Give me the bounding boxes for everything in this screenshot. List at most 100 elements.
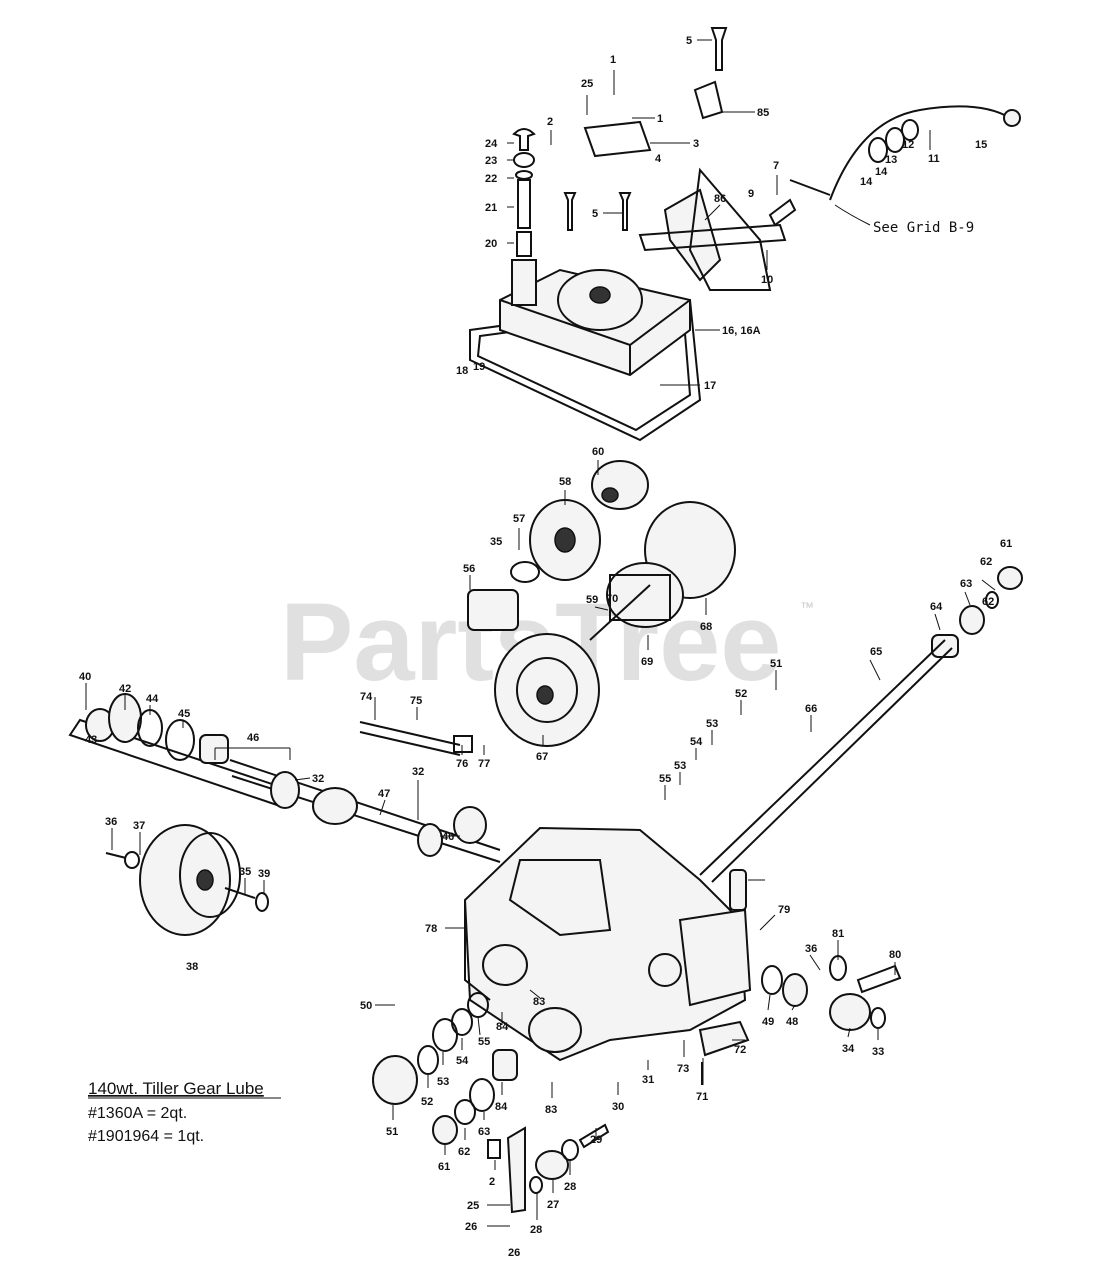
- bolt: [618, 192, 632, 231]
- differential-body: [609, 574, 671, 621]
- callout-label: 62: [982, 596, 994, 608]
- bolt: [856, 964, 902, 994]
- callout-label: 26: [508, 1247, 520, 1259]
- callout-label: 21: [485, 202, 497, 214]
- callout-label: 27: [547, 1199, 559, 1211]
- callout-label: 34: [842, 1043, 855, 1055]
- callout-label: 14: [860, 176, 873, 188]
- control-cable: [829, 105, 1011, 201]
- bull-gear-hub: [536, 685, 554, 705]
- callout-label: 11: [928, 153, 940, 165]
- callout-label: 2: [489, 1176, 495, 1188]
- callout-label: 13: [885, 154, 897, 166]
- washer: [985, 591, 999, 609]
- shift-plate: [688, 167, 772, 291]
- callout-label: 16, 16A: [722, 325, 761, 337]
- differential: [606, 562, 684, 628]
- grid-reference-arrow: [834, 204, 871, 226]
- callout-label: 2: [547, 116, 553, 128]
- cable-washer: [885, 127, 905, 153]
- lever: [506, 1126, 526, 1214]
- case-bore: [648, 953, 682, 987]
- callout-label: 20: [485, 238, 497, 250]
- callout-label: 37: [133, 820, 145, 832]
- callout-label: 1: [610, 54, 616, 66]
- bushing: [931, 634, 959, 658]
- callout-label: 50: [360, 1000, 372, 1012]
- callout-label: 31: [642, 1074, 654, 1086]
- lube-line-2: #1901964 = 1qt.: [88, 1128, 204, 1145]
- callout-label: 35: [239, 866, 251, 878]
- callout-label: 38: [186, 961, 198, 973]
- callout-label: 33: [872, 1046, 884, 1058]
- callout-label: 79: [778, 904, 790, 916]
- washer: [561, 1139, 579, 1161]
- callout-label: 55: [659, 773, 671, 785]
- callout-label: 49: [762, 1016, 774, 1028]
- knob-bolt: [512, 128, 536, 151]
- bearing-cone: [417, 823, 443, 857]
- callout-label: 66: [805, 703, 817, 715]
- callout-label: 32: [312, 773, 324, 785]
- washer: [529, 1176, 543, 1194]
- callout-label: 54: [690, 736, 703, 748]
- callout-label: 51: [770, 658, 782, 670]
- callout-label: 22: [485, 173, 497, 185]
- callout-label: 43: [85, 734, 97, 746]
- callout-label: 32: [412, 766, 424, 778]
- callout-label: 10: [761, 274, 773, 286]
- callout-label: 24: [485, 138, 498, 150]
- spring: [487, 1139, 501, 1159]
- callout-label: 58: [559, 476, 571, 488]
- leader-lines: [85, 39, 996, 1227]
- washer: [469, 1078, 495, 1112]
- callout-label: 77: [478, 758, 490, 770]
- callout-label: 72: [734, 1044, 746, 1056]
- callout-label: 51: [386, 1126, 398, 1138]
- bolt: [105, 852, 127, 859]
- pulley: [139, 824, 231, 936]
- shaft: [589, 584, 651, 641]
- callout-label: 61: [1000, 538, 1012, 550]
- gear-hub: [554, 527, 576, 553]
- callout-label: 62: [980, 556, 992, 568]
- upper-cover-assembly: [469, 27, 1021, 442]
- callout-label: 25: [467, 1200, 479, 1212]
- callout-label: 71: [696, 1091, 708, 1103]
- callout-label: 4: [655, 153, 662, 165]
- washer: [515, 170, 533, 180]
- spring: [453, 735, 473, 753]
- bushing: [372, 1055, 418, 1105]
- callout-label: 68: [700, 621, 712, 633]
- screw: [768, 198, 797, 227]
- callout-label: 7: [773, 160, 779, 172]
- bearing: [782, 973, 808, 1007]
- bolt: [563, 192, 577, 231]
- axle: [699, 639, 953, 883]
- callout-label: 84: [495, 1101, 508, 1113]
- pulley-key: [224, 887, 256, 899]
- case-opening: [508, 859, 612, 937]
- callout-label: 1: [657, 113, 663, 125]
- washer: [761, 965, 783, 995]
- callout-label: 85: [757, 107, 769, 119]
- callout-label: 45: [178, 708, 190, 720]
- callout-label: 70: [606, 593, 618, 605]
- pin: [729, 869, 747, 911]
- bearing: [199, 734, 229, 764]
- callout-label: 83: [533, 996, 545, 1008]
- callout-label: 17: [704, 380, 716, 392]
- callout-label: 56: [463, 563, 475, 575]
- callout-label: 76: [456, 758, 468, 770]
- pinion-gear: [467, 589, 519, 631]
- case-bore: [482, 944, 528, 986]
- case-body: [463, 826, 747, 1062]
- washer: [432, 1018, 458, 1052]
- callout-label: 63: [960, 578, 972, 590]
- callout-label: 9: [748, 188, 754, 200]
- callout-label: 54: [456, 1055, 469, 1067]
- callout-label: 80: [889, 949, 901, 961]
- callout-labels: 1 1 2 3 4 5 5 7 9 10 11 12 13 14 14 15 1…: [79, 35, 1012, 1259]
- pulley-face: [179, 832, 241, 918]
